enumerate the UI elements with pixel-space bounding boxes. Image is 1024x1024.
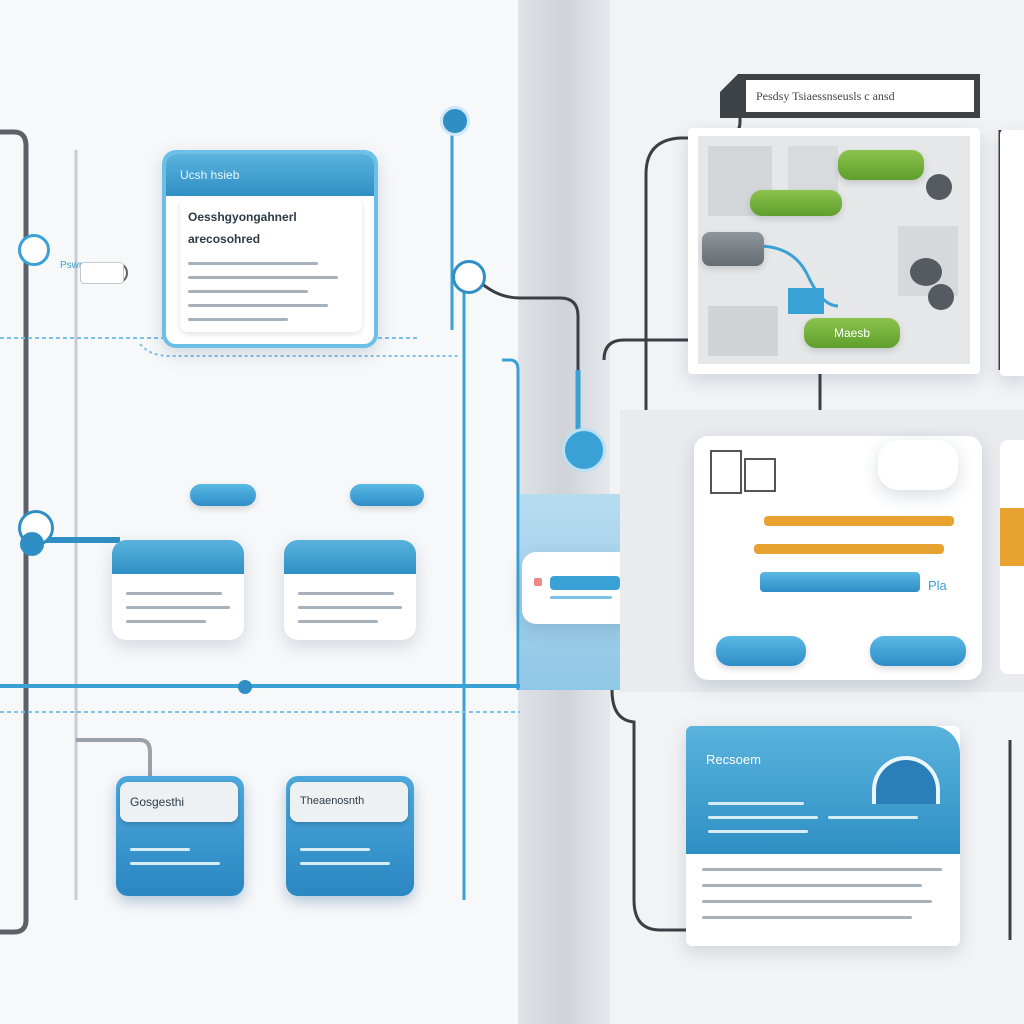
- bottom-card-right-label: Theaenosnth: [300, 795, 365, 807]
- bottom-card-right-label-box: Theaenosnth: [290, 782, 408, 822]
- orange-tab: [1000, 508, 1024, 566]
- text-line: [126, 592, 222, 595]
- chart-button-left[interactable]: [716, 636, 806, 666]
- text-line: [188, 262, 318, 265]
- chart-bar-orange-1: [764, 516, 954, 526]
- mid-right-tab[interactable]: [350, 484, 424, 506]
- dome-icon: [872, 756, 940, 804]
- top-card-body: Oesshgyongahnerl arecosohred: [180, 198, 362, 332]
- map-marker[interactable]: [926, 174, 952, 200]
- text-line: [298, 592, 394, 595]
- info-card[interactable]: Recsoem: [686, 726, 960, 946]
- mid-card-right[interactable]: [284, 540, 416, 640]
- map-flag: [788, 288, 824, 314]
- node-top[interactable]: [440, 106, 470, 136]
- text-line: [702, 884, 922, 887]
- mid-left-tab[interactable]: [190, 484, 256, 506]
- text-line: [126, 606, 230, 609]
- map-block: [708, 306, 778, 356]
- text-line: [298, 606, 402, 609]
- text-line: [188, 304, 328, 307]
- chart-side-label: Pla: [928, 578, 947, 593]
- mid-card-left-header: [112, 540, 244, 574]
- text-line: [298, 620, 378, 623]
- map-pill-1[interactable]: [838, 150, 924, 180]
- node-center[interactable]: [562, 428, 606, 472]
- text-line: [708, 816, 818, 819]
- top-card-header: Ucsh hsieb: [166, 154, 374, 196]
- text-line: [828, 816, 918, 819]
- text-line: [550, 596, 612, 599]
- center-widget[interactable]: [522, 552, 634, 624]
- node-right-upper[interactable]: [452, 260, 486, 294]
- map-card[interactable]: Maesb: [688, 128, 980, 374]
- text-line: [188, 318, 288, 321]
- banner-inner: Pesdsy Tsiaessnseusls c ansd: [746, 80, 974, 112]
- bottom-card-left-label: Gosgesthi: [130, 795, 185, 809]
- text-line: [130, 862, 220, 865]
- map-pill-4[interactable]: Maesb: [804, 318, 900, 348]
- text-line: [188, 290, 308, 293]
- text-line: [708, 830, 808, 833]
- chart-bar-blue: [760, 572, 920, 592]
- small-label: Pswre: [60, 260, 88, 271]
- map-pill-2[interactable]: [750, 190, 842, 216]
- text-line: [702, 868, 942, 871]
- chart-bar-orange-2: [754, 544, 944, 554]
- map-marker[interactable]: [910, 258, 942, 286]
- top-card[interactable]: Ucsh hsieb Oesshgyongahnerl arecosohred: [162, 150, 378, 348]
- text-line: [702, 900, 932, 903]
- text-line: [702, 916, 912, 919]
- bottom-card-left[interactable]: Gosgesthi: [116, 776, 244, 896]
- bottom-card-left-label-box: Gosgesthi: [120, 782, 238, 822]
- text-line: [130, 848, 190, 851]
- top-card-title-1: Oesshgyongahnerl: [188, 210, 297, 224]
- mid-card-left[interactable]: [112, 540, 244, 640]
- chart-card-badge[interactable]: [878, 440, 958, 490]
- text-line: [300, 848, 370, 851]
- map-marker[interactable]: [928, 284, 954, 310]
- map-pill-3[interactable]: [702, 232, 764, 266]
- node-left-mid2[interactable]: [20, 532, 44, 556]
- small-tag: [80, 262, 124, 284]
- center-widget-bar: [550, 576, 620, 590]
- bottom-card-right[interactable]: Theaenosnth: [286, 776, 414, 896]
- text-line: [126, 620, 206, 623]
- node-left-upper[interactable]: [18, 234, 50, 266]
- center-widget-dot: [534, 578, 542, 586]
- info-card-header: Recsoem: [686, 726, 960, 854]
- chart-doc-icon: [710, 450, 742, 494]
- mid-card-right-header: [284, 540, 416, 574]
- top-banner: Pesdsy Tsiaessnseusls c ansd: [720, 74, 980, 118]
- text-line: [300, 862, 390, 865]
- chart-button-right[interactable]: [870, 636, 966, 666]
- top-card-header-text: Ucsh hsieb: [180, 168, 240, 182]
- info-card-title: Recsoem: [706, 752, 761, 767]
- map-block: [788, 146, 838, 196]
- map-card-edge: [1000, 130, 1024, 376]
- map-route: [757, 244, 839, 308]
- chart-card-edge: [1000, 440, 1024, 674]
- top-card-title-2: arecosohred: [188, 232, 261, 246]
- node-bar-a[interactable]: [238, 680, 252, 694]
- banner-text: Pesdsy Tsiaessnseusls c ansd: [756, 88, 895, 103]
- chart-doc-icon-2: [744, 458, 776, 492]
- text-line: [708, 802, 804, 805]
- text-line: [188, 276, 338, 279]
